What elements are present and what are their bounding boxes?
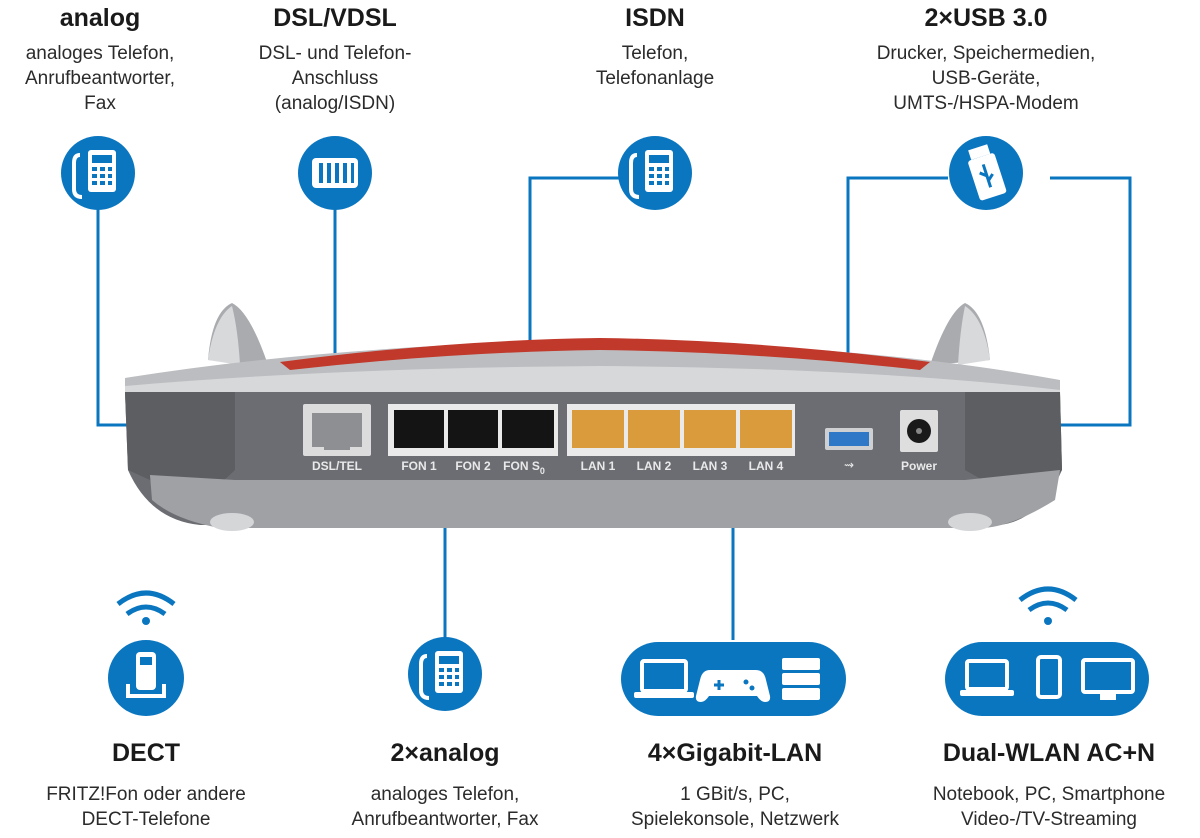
port-label-fon1: FON 1 — [401, 459, 437, 473]
feature-desc: DSL- und Telefon- Anschluss (analog/ISDN… — [258, 43, 412, 114]
feature-title: analog — [59, 4, 141, 32]
router: ⇝ DSL/TEL FON 1 FON 2 FON S0 LAN 1 LAN 2… — [125, 303, 1062, 531]
fon2-port — [448, 410, 498, 448]
feature-dect: DECT FRITZ!Fon oder andere DECT-Telefone — [10, 738, 282, 832]
feature-title: 2×USB 3.0 — [924, 4, 1048, 32]
feature-title: DECT — [111, 739, 181, 767]
feature-desc: Drucker, Speichermedien, USB-Geräte, UMT… — [876, 43, 1096, 114]
feature-analog: analog analoges Telefon, Anrufbeantworte… — [0, 3, 200, 116]
phone-icon — [61, 136, 135, 210]
dsl-port-icon — [298, 136, 372, 210]
fons0-port — [502, 410, 554, 448]
feature-title: Dual-WLAN AC+N — [942, 739, 1156, 767]
dect-phone-icon — [108, 590, 184, 716]
feature-lan: 4×Gigabit-LAN 1 GBit/s, PC, Spielekonsol… — [595, 738, 875, 832]
feature-desc: 1 GBit/s, PC, Spielekonsole, Netzwerk — [630, 784, 840, 830]
tv-icon — [1081, 658, 1135, 700]
lan4-port — [740, 410, 792, 448]
port-label-dsl: DSL/TEL — [312, 459, 362, 473]
wifi-icon — [116, 590, 176, 617]
feature-desc: FRITZ!Fon oder andere DECT-Telefone — [46, 784, 246, 830]
feature-usb: 2×USB 3.0 Drucker, Speichermedien, USB-G… — [846, 3, 1126, 116]
feature-desc: analoges Telefon, Anrufbeantworter, Fax — [351, 784, 539, 830]
laptop-icon-wlan — [960, 659, 1014, 696]
wifi-icon-wlan — [1018, 586, 1078, 613]
port-label-lan3: LAN 3 — [693, 459, 728, 473]
port-label-lan4: LAN 4 — [749, 459, 784, 473]
line-isdn — [528, 176, 640, 408]
usb-symbol-icon: ⇝ — [844, 458, 854, 472]
feature-isdn: ISDN Telefon, Telefonanlage — [555, 3, 755, 91]
red-stripe — [280, 338, 930, 370]
feature-title: 2×analog — [390, 739, 500, 767]
feature-wlan: Dual-WLAN AC+N Notebook, PC, Smartphone … — [900, 738, 1198, 832]
feature-desc: Telefon, Telefonanlage — [595, 43, 715, 89]
usb-stick-icon — [949, 136, 1023, 210]
lan3-port — [684, 410, 736, 448]
feature-desc: Notebook, PC, Smartphone Video-/TV-Strea… — [932, 784, 1166, 830]
port-label-fon2: FON 2 — [455, 459, 491, 473]
server-icon — [782, 658, 820, 700]
feature-title: ISDN — [625, 4, 685, 32]
phone-icon-isdn — [618, 136, 692, 210]
feature-title: DSL/VDSL — [273, 4, 397, 32]
lan2-port — [628, 410, 680, 448]
feature-fon: 2×analog analoges Telefon, Anrufbeantwor… — [320, 738, 570, 832]
lan-devices-icon — [621, 642, 846, 716]
port-label-lan2: LAN 2 — [637, 459, 672, 473]
phone-icon-fon — [408, 637, 482, 711]
port-label-lan1: LAN 1 — [581, 459, 616, 473]
feature-dsl: DSL/VDSL DSL- und Telefon- Anschluss (an… — [230, 3, 440, 116]
port-label-fons0: FON S0 — [503, 459, 545, 476]
fon1-port — [394, 410, 444, 448]
line-usb-left — [846, 176, 948, 425]
feature-desc: analoges Telefon, Anrufbeantworter, Fax — [25, 43, 175, 114]
smartphone-icon — [1036, 655, 1062, 699]
port-label-power: Power — [901, 459, 937, 473]
wlan-devices-icon — [945, 586, 1149, 716]
feature-title: 4×Gigabit-LAN — [647, 739, 823, 767]
lan1-port — [572, 410, 624, 448]
laptop-icon — [634, 659, 694, 698]
gamepad-icon — [695, 670, 771, 702]
